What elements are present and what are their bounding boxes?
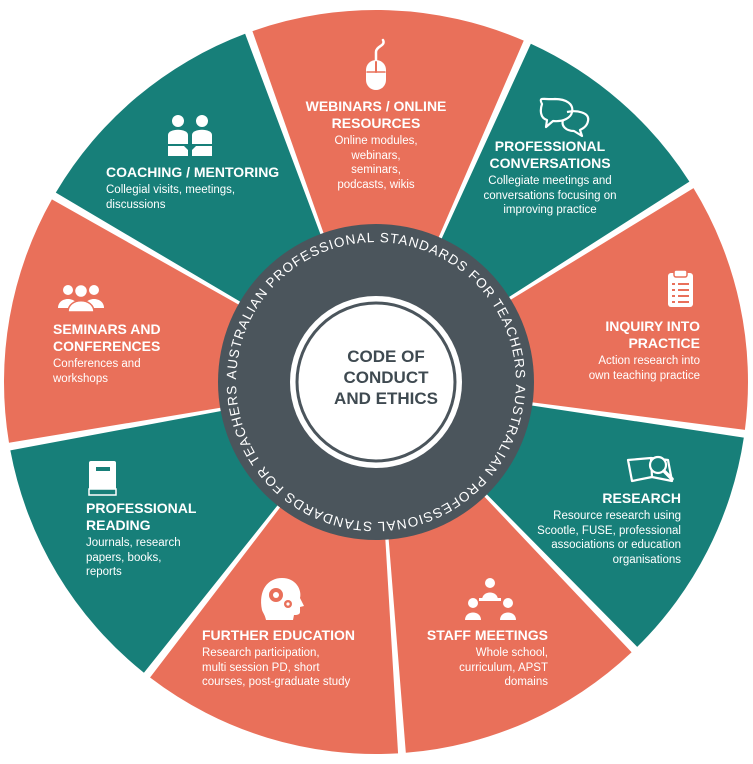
segment-title-line: PROFESSIONAL: [86, 500, 197, 516]
segment-desc-line: Conferences and: [53, 358, 141, 370]
segment-desc-line: courses, post-graduate study: [202, 676, 351, 688]
head-gears-icon: [261, 578, 304, 620]
center-title-line: CODE OF: [347, 347, 425, 366]
segment-title-line: COACHING / MENTORING: [106, 164, 280, 180]
center-title: CODE OF CONDUCT AND ETHICS: [316, 346, 456, 409]
wheel-segment-webinars: [252, 9, 524, 245]
meeting-icon: [465, 578, 516, 620]
segment-desc-line: webinars,: [351, 149, 401, 162]
segment-title-line: CONVERSATIONS: [489, 155, 611, 171]
segment-desc-line: Action research into: [598, 355, 700, 367]
wheel-segment-inquiry: [504, 188, 748, 430]
wheel-segment-seminars: [3, 199, 246, 443]
segment-desc-line: improving practice: [503, 204, 597, 216]
segment-desc-line: Resource research using: [553, 510, 681, 522]
wheel-segment-research: [481, 404, 744, 647]
segment-staff-meetings: STAFF MEETINGS Whole school, curriculum, …: [418, 627, 548, 690]
segment-desc-line: Collegial visits, meetings,: [106, 184, 236, 196]
segment-desc-line: curriculum, APST: [459, 661, 548, 674]
center-title-line: AND ETHICS: [334, 389, 438, 408]
segment-desc-line: associations or education: [551, 539, 681, 551]
book-magnifier-icon: [626, 455, 674, 483]
center-circle-inner-ring: [295, 301, 457, 463]
segment-title-line: PROFESSIONAL: [494, 138, 606, 154]
wheel-segment-coaching: [55, 33, 324, 306]
segment-desc-line: organisations: [612, 553, 681, 566]
segment-title-line: FURTHER EDUCATION: [202, 627, 355, 643]
wheel-segment-professional-conversations: [438, 43, 690, 302]
clipboard-icon: [668, 269, 693, 307]
book-icon: [88, 461, 117, 496]
segment-desc-line: podcasts, wikis: [337, 178, 415, 191]
segment-desc-line: reports: [86, 566, 122, 578]
segment-title-line: INQUIRY INTO: [605, 318, 700, 334]
segment-desc-line: Collegiate meetings and: [488, 175, 612, 187]
center-title-line: CONDUCT: [343, 368, 429, 387]
mouse-icon: [366, 38, 386, 90]
group-icon: [58, 283, 104, 313]
segment-desc-line: workshops: [53, 372, 108, 385]
segment-desc-line: Online modules,: [334, 135, 418, 147]
segment-title-line: STAFF MEETINGS: [426, 627, 548, 643]
segment-desc-line: Journals, research: [86, 537, 181, 549]
segment-further-education: FURTHER EDUCATION Research participation…: [202, 627, 372, 690]
segments-layer: [3, 9, 748, 755]
segment-title-line: PRACTICE: [628, 335, 700, 351]
segment-desc-line: Whole school,: [475, 647, 548, 659]
segment-title-line: RESEARCH: [602, 490, 681, 506]
segment-title-line: CONFERENCES: [53, 338, 161, 354]
wheel-segment-further-education: [150, 501, 399, 755]
coaching-icon: [168, 115, 212, 156]
segment-desc-line: seminars,: [351, 164, 401, 176]
segment-title-line: RESOURCES: [331, 115, 421, 131]
segment-desc-line: discussions: [106, 198, 166, 211]
wheel-segment-staff-meetings: [388, 490, 632, 753]
segment-desc-line: own teaching practice: [588, 369, 700, 382]
segment-title-line: WEBINARS / ONLINE: [305, 98, 447, 114]
wheel-segment-professional-reading: [10, 409, 283, 673]
segment-desc-line: multi session PD, short: [202, 661, 320, 674]
segment-title-line: SEMINARS AND: [53, 321, 161, 337]
segment-desc-line: domains: [504, 676, 548, 688]
speech-bubbles-icon: [539, 97, 590, 138]
segment-desc-line: Scootle, FUSE, professional: [537, 524, 681, 537]
center-circle-border: [290, 296, 462, 468]
segment-desc-line: conversations focusing on: [483, 189, 617, 202]
segment-desc-line: Research participation,: [202, 647, 320, 659]
segment-title-line: READING: [86, 517, 151, 533]
segment-coaching: COACHING / MENTORING Collegial visits, m…: [106, 164, 286, 212]
segment-desc-line: papers, books,: [86, 551, 162, 564]
